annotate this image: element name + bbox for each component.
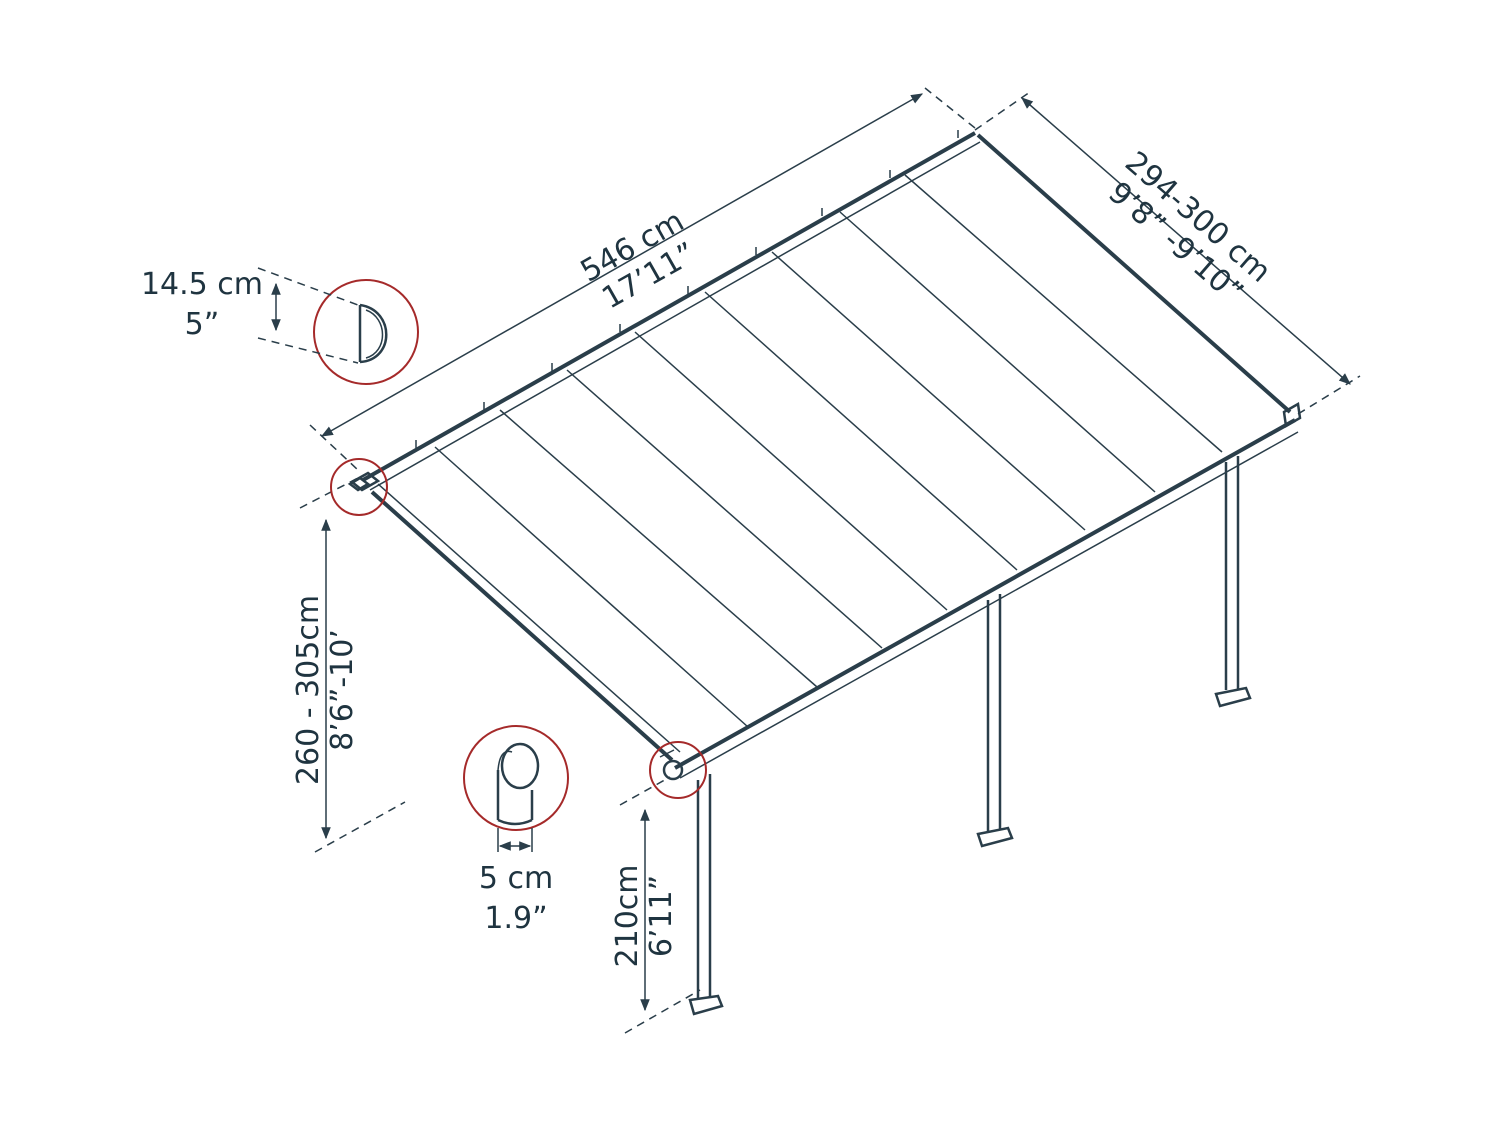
post-profile-icon bbox=[496, 742, 540, 826]
label-post: 5 cm 1.9” bbox=[479, 861, 553, 936]
wall-height-imperial: 8’6”-10’ bbox=[325, 629, 360, 751]
wall-height-metric: 260 - 305cm bbox=[291, 595, 326, 785]
callout-corner-back bbox=[330, 458, 388, 516]
gutter-metric: 14.5 cm bbox=[141, 267, 263, 302]
corner-joint-icon bbox=[347, 476, 371, 492]
post-front-left bbox=[688, 774, 724, 1016]
wall-beam bbox=[362, 131, 976, 482]
front-gutter bbox=[674, 418, 1296, 770]
wall-screws bbox=[415, 130, 959, 448]
rafters bbox=[434, 174, 1223, 728]
label-gutter: 14.5 cm 5” bbox=[141, 267, 263, 342]
gutter-profile-icon bbox=[358, 303, 388, 364]
label-length: 546 cm 17’11” bbox=[575, 204, 702, 317]
dimension-length bbox=[309, 87, 976, 471]
dimension-width bbox=[974, 91, 1361, 415]
front-height-metric: 210cm bbox=[610, 865, 645, 968]
post-right bbox=[1214, 456, 1252, 708]
gutter-imperial: 5” bbox=[185, 307, 220, 342]
callout-gutter bbox=[257, 267, 419, 385]
dimension-wall-height bbox=[299, 477, 406, 853]
front-height-imperial: 6’11” bbox=[644, 875, 679, 957]
label-width: 294-300 cm 9’8” -9’10” bbox=[1101, 145, 1277, 311]
post-imperial: 1.9” bbox=[484, 901, 547, 936]
post-metric: 5 cm bbox=[479, 861, 553, 896]
callout-post bbox=[463, 725, 569, 852]
label-front-height: 210cm 6’11” bbox=[610, 865, 679, 968]
posts bbox=[688, 456, 1252, 1016]
left-edge bbox=[370, 490, 674, 762]
post-middle bbox=[976, 594, 1014, 848]
dimension-front-height bbox=[619, 776, 701, 1034]
label-wall-height: 260 - 305cm 8’6”-10’ bbox=[291, 595, 360, 785]
callout-corner-front bbox=[649, 741, 707, 799]
